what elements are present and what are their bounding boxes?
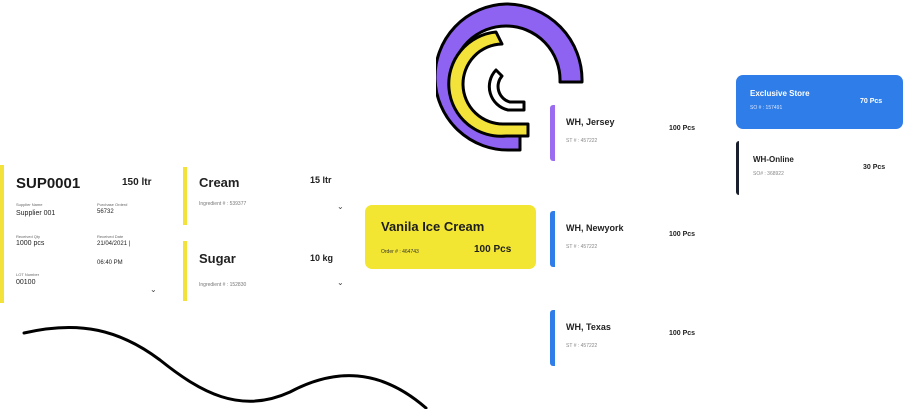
supplier-card[interactable]: SUP0001 150 ltr Supplier Name Supplier 0…	[0, 165, 169, 303]
store-so-number: SO# : 368922	[753, 171, 784, 177]
store-name: Exclusive Store	[750, 89, 810, 98]
warehouse-st-number: ST # : 457222	[566, 138, 598, 144]
warehouse-card-texas[interactable]: WH, Texas ST # : 457222 100 Pcs	[550, 310, 705, 366]
store-so-number: SO # : 157491	[750, 105, 783, 111]
ingredient-name: Sugar	[199, 251, 236, 266]
ingredient-qty: 10 kg	[310, 253, 334, 263]
spiral-logo-icon	[436, 2, 584, 152]
store-name: WH-Online	[753, 155, 794, 164]
store-card-exclusive[interactable]: Exclusive Store SO # : 157491 70 Pcs	[736, 75, 903, 129]
lot-number-label: LOT Number	[16, 272, 40, 277]
ingredient-card-cream[interactable]: Cream 15 ltr Ingredient # : 539377 ⌄	[183, 167, 352, 225]
supplier-name-label: Supplier Name	[16, 202, 43, 207]
store-qty: 30 Pcs	[863, 164, 886, 171]
received-date-label: Received Date	[97, 234, 124, 239]
warehouse-card-newyork[interactable]: WH, Newyork ST # : 457222 100 Pcs	[550, 211, 705, 267]
purchase-order-value: 56732	[97, 209, 114, 215]
supplier-name-value: Supplier 001	[16, 210, 56, 217]
store-qty: 70 Pcs	[860, 98, 883, 105]
product-qty: 100 Pcs	[474, 244, 512, 255]
ingredient-card-sugar[interactable]: Sugar 10 kg Ingredient # : 152830 ⌄	[183, 241, 352, 301]
product-order-number: Order # : 464743	[381, 249, 419, 255]
received-date-value: 21/04/2021 |	[97, 241, 131, 247]
received-qty-value: 1000 pcs	[16, 240, 45, 247]
ingredient-number: Ingredient # : 152830	[199, 282, 247, 288]
warehouse-qty: 100 Pcs	[669, 125, 696, 132]
warehouse-qty: 100 Pcs	[669, 231, 696, 238]
warehouse-qty: 100 Pcs	[669, 330, 696, 337]
warehouse-name: WH, Jersey	[566, 117, 615, 127]
purchase-order-label: Purchase Order#	[97, 202, 128, 207]
received-qty-label: Received Qty	[16, 234, 41, 239]
warehouse-name: WH, Newyork	[566, 223, 624, 233]
product-card[interactable]: Vanila Ice Cream Order # : 464743 100 Pc…	[365, 205, 536, 269]
product-name: Vanila Ice Cream	[381, 219, 485, 234]
warehouse-card-jersey[interactable]: WH, Jersey ST # : 457222 100 Pcs	[550, 105, 705, 161]
ingredient-number: Ingredient # : 539377	[199, 201, 247, 207]
lot-number-value: 00100	[16, 279, 36, 286]
warehouse-name: WH, Texas	[566, 322, 611, 332]
chevron-down-icon[interactable]: ⌄	[337, 278, 344, 287]
chevron-down-icon[interactable]: ⌄	[150, 285, 157, 294]
warehouse-st-number: ST # : 457222	[566, 244, 598, 250]
received-time-value: 06:40 PM	[97, 260, 123, 266]
ingredient-name: Cream	[199, 175, 240, 190]
ingredient-qty: 15 ltr	[310, 175, 332, 185]
warehouse-st-number: ST # : 457222	[566, 343, 598, 349]
supplier-id: SUP0001	[16, 175, 81, 192]
store-card-online[interactable]: WH-Online SO# : 368922 30 Pcs	[736, 141, 903, 195]
chevron-down-icon[interactable]: ⌄	[337, 202, 344, 211]
supplier-qty: 150 ltr	[122, 177, 152, 188]
